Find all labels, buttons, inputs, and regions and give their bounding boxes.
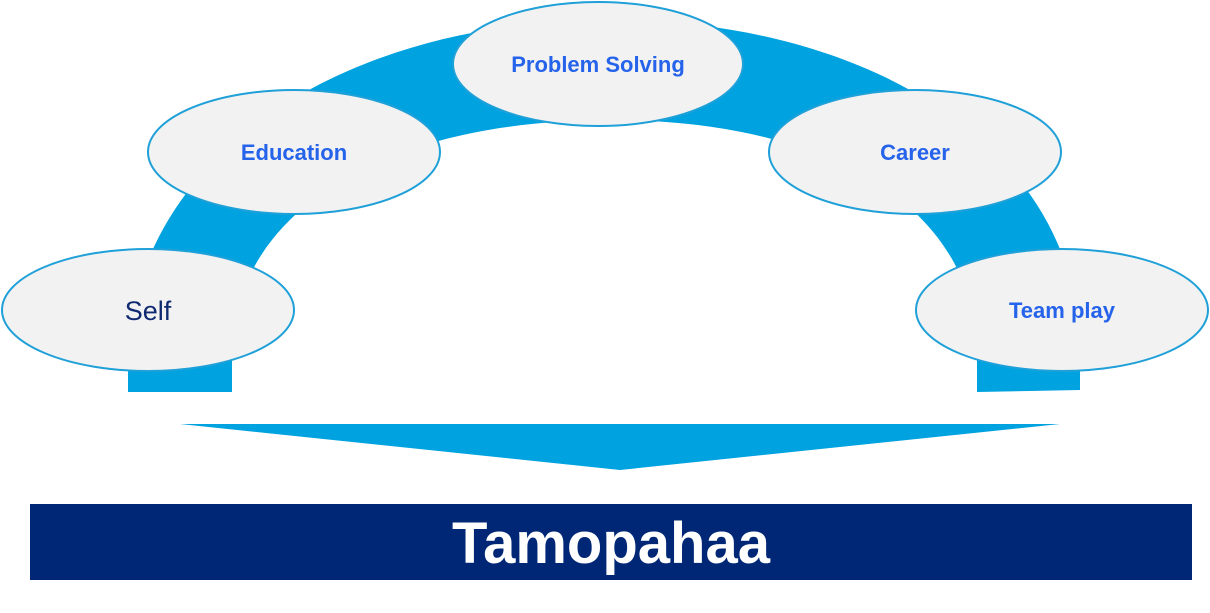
banner-bar	[30, 504, 1192, 580]
banner-title: Tamopahaa	[452, 511, 771, 576]
node-career: Career	[768, 89, 1062, 215]
node-self-label: Self	[125, 296, 172, 326]
node-education-ellipse	[147, 89, 441, 215]
node-problem-solving-label: Problem Solving	[511, 52, 685, 77]
node-career-label: Career	[880, 140, 950, 165]
node-self: Self	[1, 248, 295, 372]
node-problem-solving-ellipse	[452, 1, 744, 127]
node-team-play-ellipse	[915, 248, 1209, 372]
node-problem-solving: Problem Solving	[452, 1, 744, 127]
down-arrow-wedge	[180, 424, 1060, 470]
node-self-ellipse	[1, 248, 295, 372]
node-team-play: Team play	[915, 248, 1209, 372]
node-education: Education	[147, 89, 441, 215]
node-education-label: Education	[241, 140, 347, 165]
node-career-ellipse	[768, 89, 1062, 215]
node-team-play-label: Team play	[1009, 298, 1116, 323]
